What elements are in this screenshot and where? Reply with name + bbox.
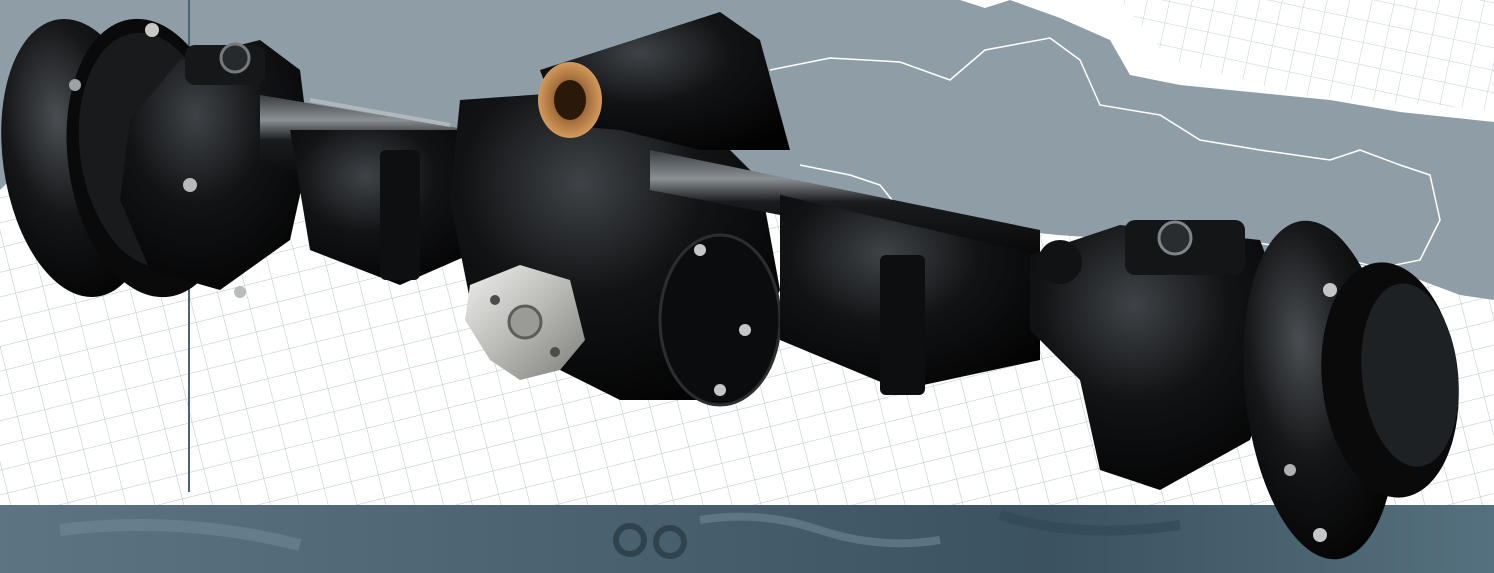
axle-assembly <box>1 12 1459 560</box>
